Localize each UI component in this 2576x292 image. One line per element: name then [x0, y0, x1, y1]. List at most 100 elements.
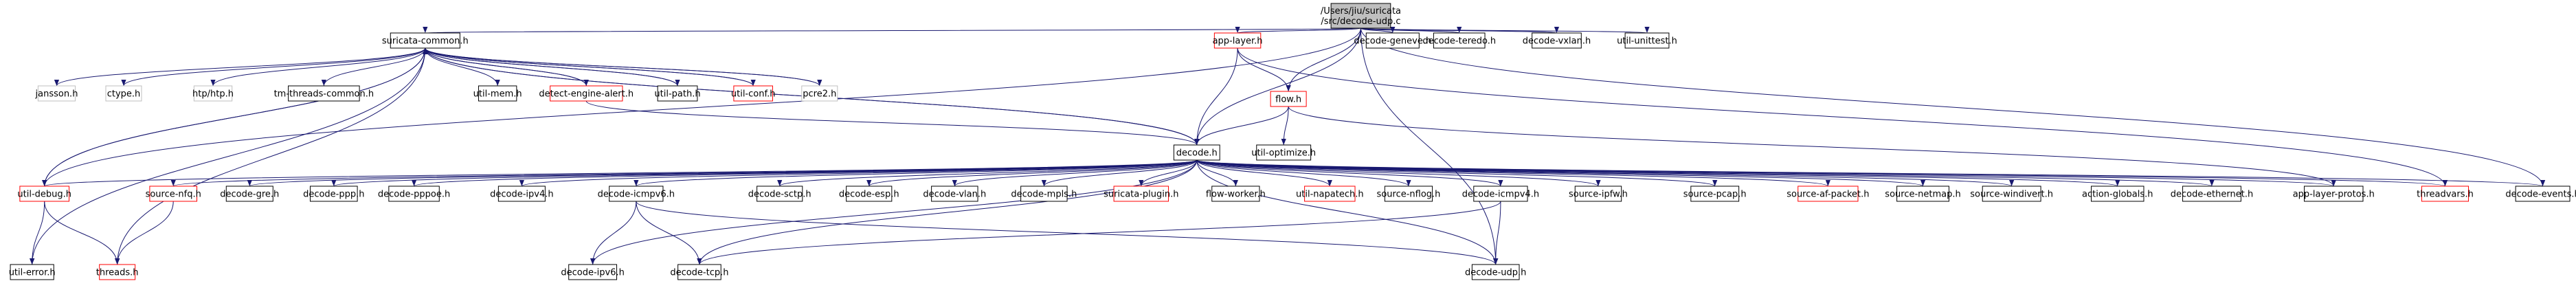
node-source-ipfw[interactable]: source-ipfw.h — [1569, 186, 1628, 202]
node-box — [2304, 186, 2364, 202]
node-label: pcre2.h — [803, 89, 836, 100]
node-box — [846, 186, 893, 202]
node-label: flow-worker.h — [1206, 190, 1266, 200]
node-root[interactable]: /Users/jiu/suricata/src/decode-udp.c — [1321, 3, 1401, 29]
node-app-layer-protos[interactable]: app-layer-protos.h — [2293, 186, 2375, 202]
node-label: source-nflog.h — [1377, 190, 1441, 200]
node-decode-vxlan[interactable]: decode-vxlan.h — [1523, 32, 1591, 49]
node-util-unittest[interactable]: util-unittest.h — [1617, 32, 1677, 49]
node-decode-esp[interactable]: decode-esp.h — [839, 186, 899, 202]
node-decode-ipv6[interactable]: decode-ipv6.h — [561, 264, 625, 280]
node-decode-events[interactable]: decode-events.h — [2505, 186, 2576, 202]
node-source-netmap[interactable]: source-netmap.h — [1885, 186, 1961, 202]
node-label: decode-ethernet.h — [2171, 190, 2253, 200]
node-box — [1211, 186, 1260, 202]
node-box — [10, 264, 54, 280]
node-decode-icmpv6[interactable]: decode-icmpv6.h — [598, 186, 675, 202]
node-util-path[interactable]: util-path.h — [654, 85, 701, 102]
node-label: decode-pppoe.h — [378, 190, 450, 200]
node-box — [1433, 32, 1486, 49]
node-source-nfq[interactable]: source-nfq.h — [146, 186, 201, 202]
node-pcre2[interactable]: pcre2.h — [801, 85, 838, 102]
node-box — [288, 85, 360, 102]
node-ctype[interactable]: ctype.h — [105, 85, 142, 102]
node-box — [733, 85, 773, 102]
edge-decode-icmpv4-to-decode-udp — [1493, 201, 1501, 265]
node-decode-geneve[interactable]: decode-geneve.h — [1354, 32, 1431, 49]
node-decode-udp[interactable]: decode-udp.h — [1465, 264, 1526, 280]
node-threads[interactable]: threads.h — [96, 264, 139, 280]
node-util-mem[interactable]: util-mem.h — [473, 85, 522, 102]
edge-decode-to-suricata-plugin — [1139, 159, 1198, 187]
node-decode-tcp[interactable]: decode-tcp.h — [670, 264, 729, 280]
node-threadvars[interactable]: threadvars.h — [2417, 186, 2474, 202]
node-decode-ipv4[interactable]: decode-ipv4.h — [490, 186, 554, 202]
node-util-debug[interactable]: util-debug.h — [17, 186, 71, 202]
node-box — [2182, 186, 2241, 202]
node-decode-gre[interactable]: decode-gre.h — [220, 186, 279, 202]
node-label: app-layer-protos.h — [2293, 190, 2375, 200]
node-decode-sctp[interactable]: decode-sctp.h — [748, 186, 811, 202]
node-box — [1020, 186, 1068, 202]
node-source-nflog[interactable]: source-nflog.h — [1377, 186, 1441, 202]
node-util-error[interactable]: util-error.h — [9, 264, 56, 280]
node-box — [99, 264, 136, 280]
node-util-napatech[interactable]: util-napatech.h — [1296, 186, 1364, 202]
node-detect-engine-alert[interactable]: detect-engine-alert.h — [539, 85, 634, 102]
edge-decode-icmpv4-to-decode-tcp — [697, 201, 1501, 265]
node-label: decode.h — [1176, 148, 1218, 159]
node-flow[interactable]: flow.h — [1270, 91, 1307, 107]
node-box — [497, 186, 546, 202]
edge-decode-to-source-ipfw — [1196, 159, 1601, 187]
edge-root-to-app-layer — [1235, 26, 1361, 34]
edge-util-debug-to-threads — [44, 201, 120, 265]
node-decode-mpls[interactable]: decode-mpls.h — [1011, 186, 1077, 202]
node-util-optimize[interactable]: util-optimize.h — [1251, 144, 1316, 161]
node-util-conf[interactable]: util-conf.h — [731, 85, 776, 102]
node-box — [609, 186, 664, 202]
node-jansson[interactable]: jansson.h — [35, 85, 78, 102]
node-label: util-error.h — [9, 268, 56, 278]
edge-suricata-common-to-htp — [210, 47, 426, 87]
node-label: jansson.h — [35, 89, 78, 100]
node-box — [19, 186, 70, 202]
node-suricata-common[interactable]: suricata-common.h — [382, 32, 469, 49]
node-label: decode-udp.h — [1465, 268, 1526, 278]
node-decode-vlan[interactable]: decode-vlan.h — [923, 186, 986, 202]
node-box — [225, 186, 273, 202]
node-source-af-packet[interactable]: source-af-packet.h — [1787, 186, 1870, 202]
edge-decode-to-source-nflog — [1196, 159, 1411, 187]
edge-decode-to-decode-events — [1196, 159, 2545, 187]
node-label: decode-geneve.h — [1354, 36, 1431, 47]
node-decode-ppp[interactable]: decode-ppp.h — [303, 186, 364, 202]
node-decode-teredo[interactable]: decode-teredo.h — [1422, 32, 1496, 49]
node-box — [478, 85, 517, 102]
node-flow-worker[interactable]: flow-worker.h — [1206, 186, 1266, 202]
node-decode-pppoe[interactable]: decode-pppoe.h — [378, 186, 450, 202]
node-app-layer[interactable]: app-layer.h — [1213, 32, 1263, 49]
node-source-windivert[interactable]: source-windivert.h — [1970, 186, 2053, 202]
node-action-globals[interactable]: action-globals.h — [2082, 186, 2153, 202]
node-suricata-plugin[interactable]: suricata-plugin.h — [1104, 186, 1179, 202]
node-tm-threads-common[interactable]: tm-threads-common.h — [274, 85, 374, 102]
edge-root-to-util-debug — [42, 27, 1361, 187]
node-box — [657, 85, 698, 102]
node-source-pcap[interactable]: source-pcap.h — [1683, 186, 1747, 202]
node-box — [1256, 144, 1312, 161]
node-decode-ethernet[interactable]: decode-ethernet.h — [2171, 186, 2253, 202]
node-htp[interactable]: htp/htp.h — [192, 85, 234, 102]
node-label: flow.h — [1275, 95, 1301, 105]
node-decode[interactable]: decode.h — [1173, 144, 1220, 161]
node-box — [757, 186, 803, 202]
node-label: util-napatech.h — [1296, 190, 1364, 200]
node-box — [2515, 186, 2571, 202]
edge-decode-to-decode-vlan — [952, 159, 1198, 187]
node-box — [309, 186, 358, 202]
node-label: source-nfq.h — [146, 190, 201, 200]
edge-decode-to-decode-ppp — [331, 159, 1198, 187]
node-label: decode-vxlan.h — [1523, 36, 1591, 47]
edge-decode-to-decode-pppoe — [412, 159, 1198, 187]
node-decode-icmpv4[interactable]: decode-icmpv4.h — [1462, 186, 1539, 202]
node-box — [2091, 186, 2144, 202]
edge-decode-to-threadvars — [1196, 159, 2448, 187]
